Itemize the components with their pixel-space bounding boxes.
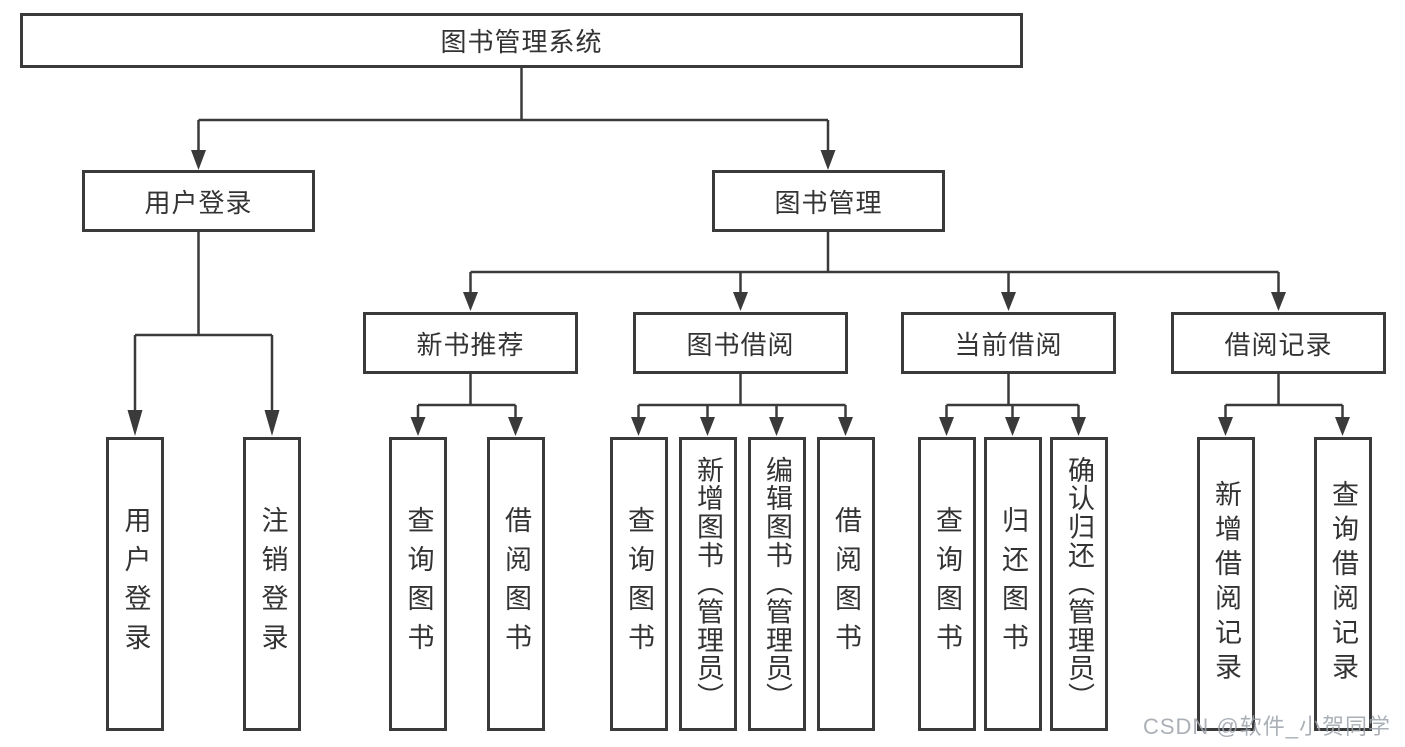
leaf-add-book-admin: 新增图书（管理员） — [678, 437, 737, 731]
node-new-book-rec: 新书推荐 — [363, 312, 578, 374]
leaf-edit-book-admin: 编辑图书（管理员） — [747, 437, 806, 731]
leaf-return-books: 归还图书 — [983, 437, 1042, 731]
node-root: 图书管理系统 — [20, 13, 1023, 68]
leaf-query-borrow-record: 查询借阅记录 — [1313, 437, 1372, 731]
leaf-query-books-2: 查询图书 — [609, 437, 668, 731]
leaf-query-books-3: 查询图书 — [917, 437, 976, 731]
leaf-query-books-1: 查询图书 — [389, 437, 447, 731]
node-book-mgmt: 图书管理 — [712, 170, 945, 232]
leaf-borrow-books-1: 借阅图书 — [486, 437, 545, 731]
leaf-confirm-return-admin: 确认归还（管理员） — [1049, 437, 1108, 731]
leaf-add-borrow-record: 新增借阅记录 — [1196, 437, 1255, 731]
leaf-user-login: 用户登录 — [106, 437, 164, 731]
watermark: CSDN @软件_小贺同学 — [1142, 714, 1391, 739]
node-user-login: 用户登录 — [82, 170, 315, 232]
node-current-borrow: 当前借阅 — [901, 312, 1116, 374]
leaf-borrow-books-2: 借阅图书 — [816, 437, 875, 731]
node-book-borrow: 图书借阅 — [633, 312, 848, 374]
leaf-logout: 注销登录 — [243, 437, 301, 731]
node-borrow-records: 借阅记录 — [1171, 312, 1386, 374]
